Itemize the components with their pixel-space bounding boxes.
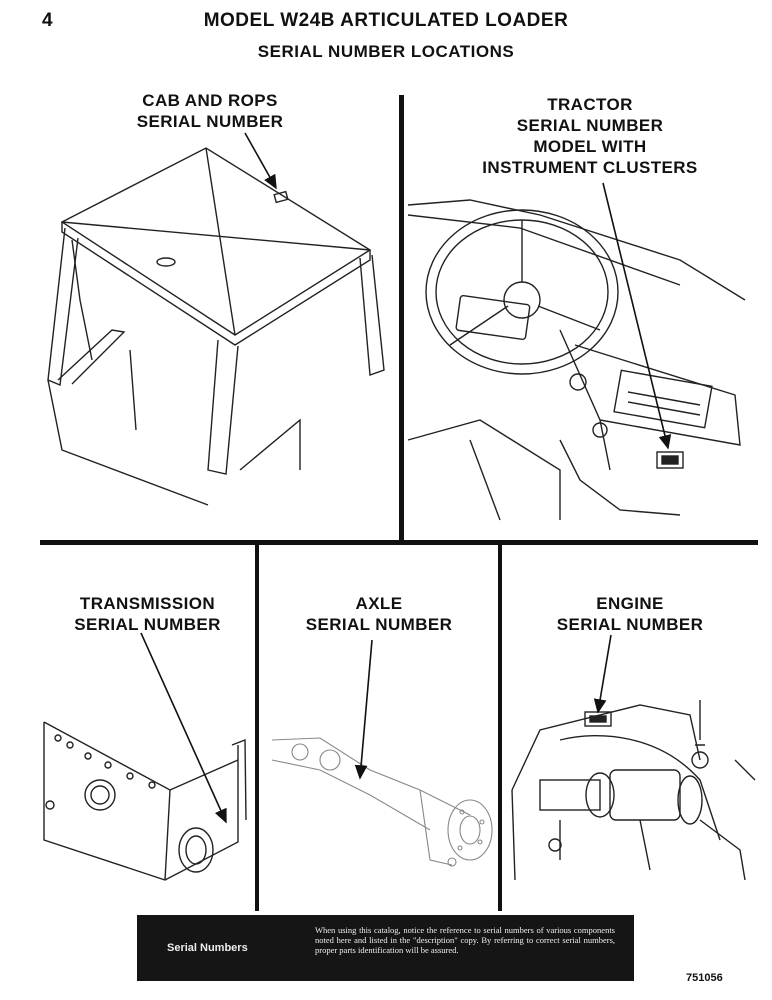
axle-pointer-arrow (354, 639, 373, 780)
transmission-label-line-1: TRANSMISSION (79, 594, 216, 613)
tractor-label-line-2: SERIAL NUMBER (516, 116, 664, 135)
serial-numbers-banner: Serial Numbers When using this catalog, … (137, 915, 634, 981)
tractor-label-line-4: INSTRUMENT CLUSTERS (482, 158, 698, 177)
engine-pointer-arrow (593, 634, 612, 714)
axle-label-line-1: AXLE (355, 594, 403, 613)
vertical-divider-right (498, 543, 502, 911)
horizontal-divider (40, 540, 758, 545)
transmission-pointer-arrow (140, 632, 227, 824)
transmission-label: TRANSMISSION SERIAL NUMBER (40, 593, 255, 635)
cab-rops-label: CAB AND ROPS SERIAL NUMBER (100, 90, 320, 132)
banner-title: Serial Numbers (167, 942, 248, 954)
vertical-divider-top (399, 95, 404, 540)
engine-label: ENGINE SERIAL NUMBER (510, 593, 750, 635)
transmission-drawing (43, 721, 247, 881)
engine-drawing (511, 700, 756, 881)
transmission-label-line-2: SERIAL NUMBER (74, 615, 221, 634)
page-number: 4 (42, 10, 53, 31)
banner-text: When using this catalog, notice the refe… (315, 925, 615, 955)
page-title: MODEL W24B ARTICULATED LOADER (203, 10, 569, 31)
cab-pointer-arrow (244, 132, 277, 190)
engine-label-line-2: SERIAL NUMBER (556, 615, 704, 634)
cab-label-line-2: SERIAL NUMBER (136, 112, 284, 131)
page-subtitle: SERIAL NUMBER LOCATIONS (257, 42, 515, 61)
tractor-dashboard-drawing (407, 199, 746, 521)
tractor-label: TRACTOR SERIAL NUMBER MODEL WITH INSTRUM… (440, 94, 740, 178)
axle-label: AXLE SERIAL NUMBER (260, 593, 498, 635)
tractor-pointer-arrow (602, 182, 672, 450)
tractor-label-line-3: MODEL WITH (533, 137, 647, 156)
cab-rops-drawing (47, 147, 385, 506)
cab-label-line-1: CAB AND ROPS (142, 91, 278, 110)
tractor-label-line-1: TRACTOR (547, 95, 633, 114)
vertical-divider-left (255, 543, 259, 911)
axle-label-line-2: SERIAL NUMBER (305, 615, 453, 634)
document-number: 751056 (686, 972, 723, 984)
engine-label-line-1: ENGINE (596, 594, 664, 613)
axle-drawing (271, 737, 493, 867)
